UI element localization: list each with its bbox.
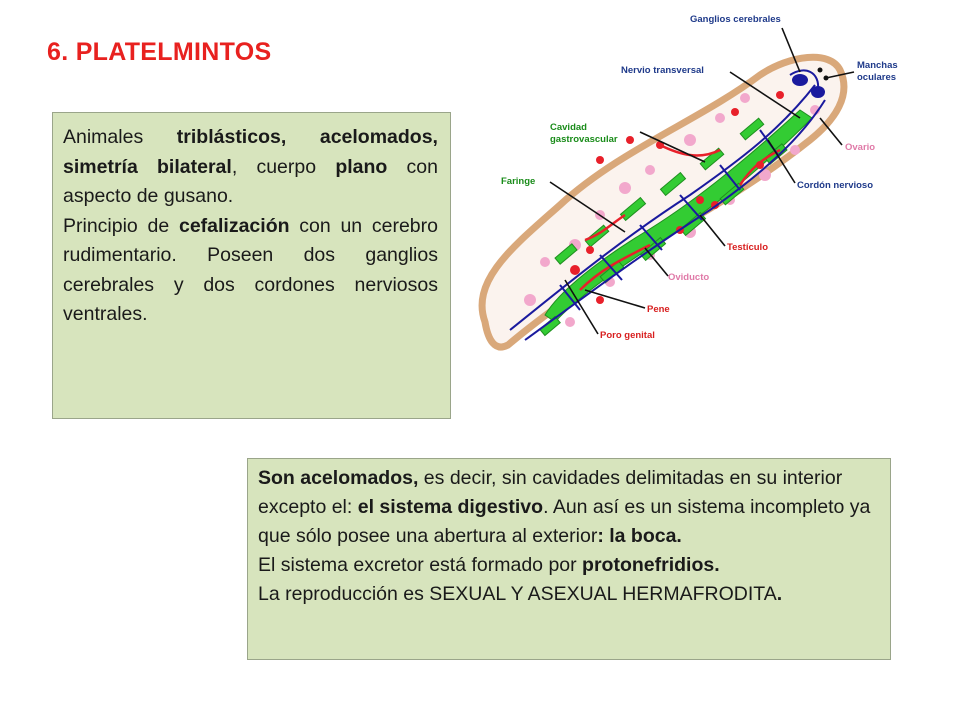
text-segment: con un cerebro rudimentario. Poseen dos … (63, 214, 438, 326)
label-manchas-1: Manchas (857, 60, 898, 71)
text-segment: es decir, sin cavidades delimitadas en s… (258, 467, 843, 518)
label-poro: Poro genital (600, 330, 655, 341)
paragraph-body-type: Animales triblásticos, acelomados, simet… (63, 123, 438, 212)
label-pene: Pene (647, 304, 670, 315)
text-segment: . Aun así es un sistema incompleto ya qu… (258, 496, 871, 547)
flatworm-anatomy-diagram: Ganglios cerebrales Nervio transversal M… (478, 14, 898, 351)
label-cavidad-1: Cavidad (550, 122, 587, 133)
text-segment: triblásticos, acelomados, simetría bilat… (63, 126, 438, 178)
brain-ganglia (792, 74, 825, 98)
leader-lines (549, 27, 855, 335)
text-segment: protonefridios. (582, 554, 720, 576)
text-segment: con aspecto de gusano. (63, 155, 438, 208)
label-ovario: Ovario (845, 142, 875, 153)
paragraph-excretory: El sistema excretor está formado por pro… (258, 551, 880, 580)
text-segment: el sistema digestivo (357, 496, 544, 518)
text-segment: Principio de (63, 214, 179, 237)
text-segment: . (776, 583, 783, 605)
paragraph-digestive: Son acelomados, es decir, sin cavidades … (258, 464, 880, 551)
description-box-characteristics: Animales triblásticos, acelomados, simet… (52, 112, 451, 419)
paragraph-cephalization: Principio de cefalización con un cerebro… (63, 212, 438, 330)
label-nervio: Nervio transversal (621, 65, 704, 76)
text-segment: La reproducción es SEXUAL Y ASEXUAL HERM… (258, 583, 777, 605)
label-cavidad-2: gastrovascular (550, 134, 618, 145)
text-segment: Animales (63, 126, 177, 148)
paragraph-reproduction: La reproducción es SEXUAL Y ASEXUAL HERM… (258, 580, 880, 609)
page-title: 6. PLATELMINTOS (47, 38, 272, 66)
label-cordon: Cordón nervioso (797, 180, 873, 191)
text-segment: Son acelomados, (258, 467, 419, 489)
text-segment: cefalización (178, 214, 290, 237)
label-manchas-2: oculares (857, 72, 896, 83)
label-faringe: Faringe (501, 176, 535, 187)
description-box-systems: Son acelomados, es decir, sin cavidades … (247, 458, 891, 660)
label-oviducto: Oviducto (668, 272, 709, 283)
label-ganglios: Ganglios cerebrales (690, 14, 781, 25)
text-segment: : la boca. (597, 525, 682, 547)
text-segment: , cuerpo (231, 155, 336, 178)
nerve-cords (509, 69, 826, 341)
label-testiculo: Testículo (727, 242, 768, 253)
text-segment: plano (335, 155, 388, 178)
text-segment: El sistema excretor está formado por (258, 554, 583, 576)
